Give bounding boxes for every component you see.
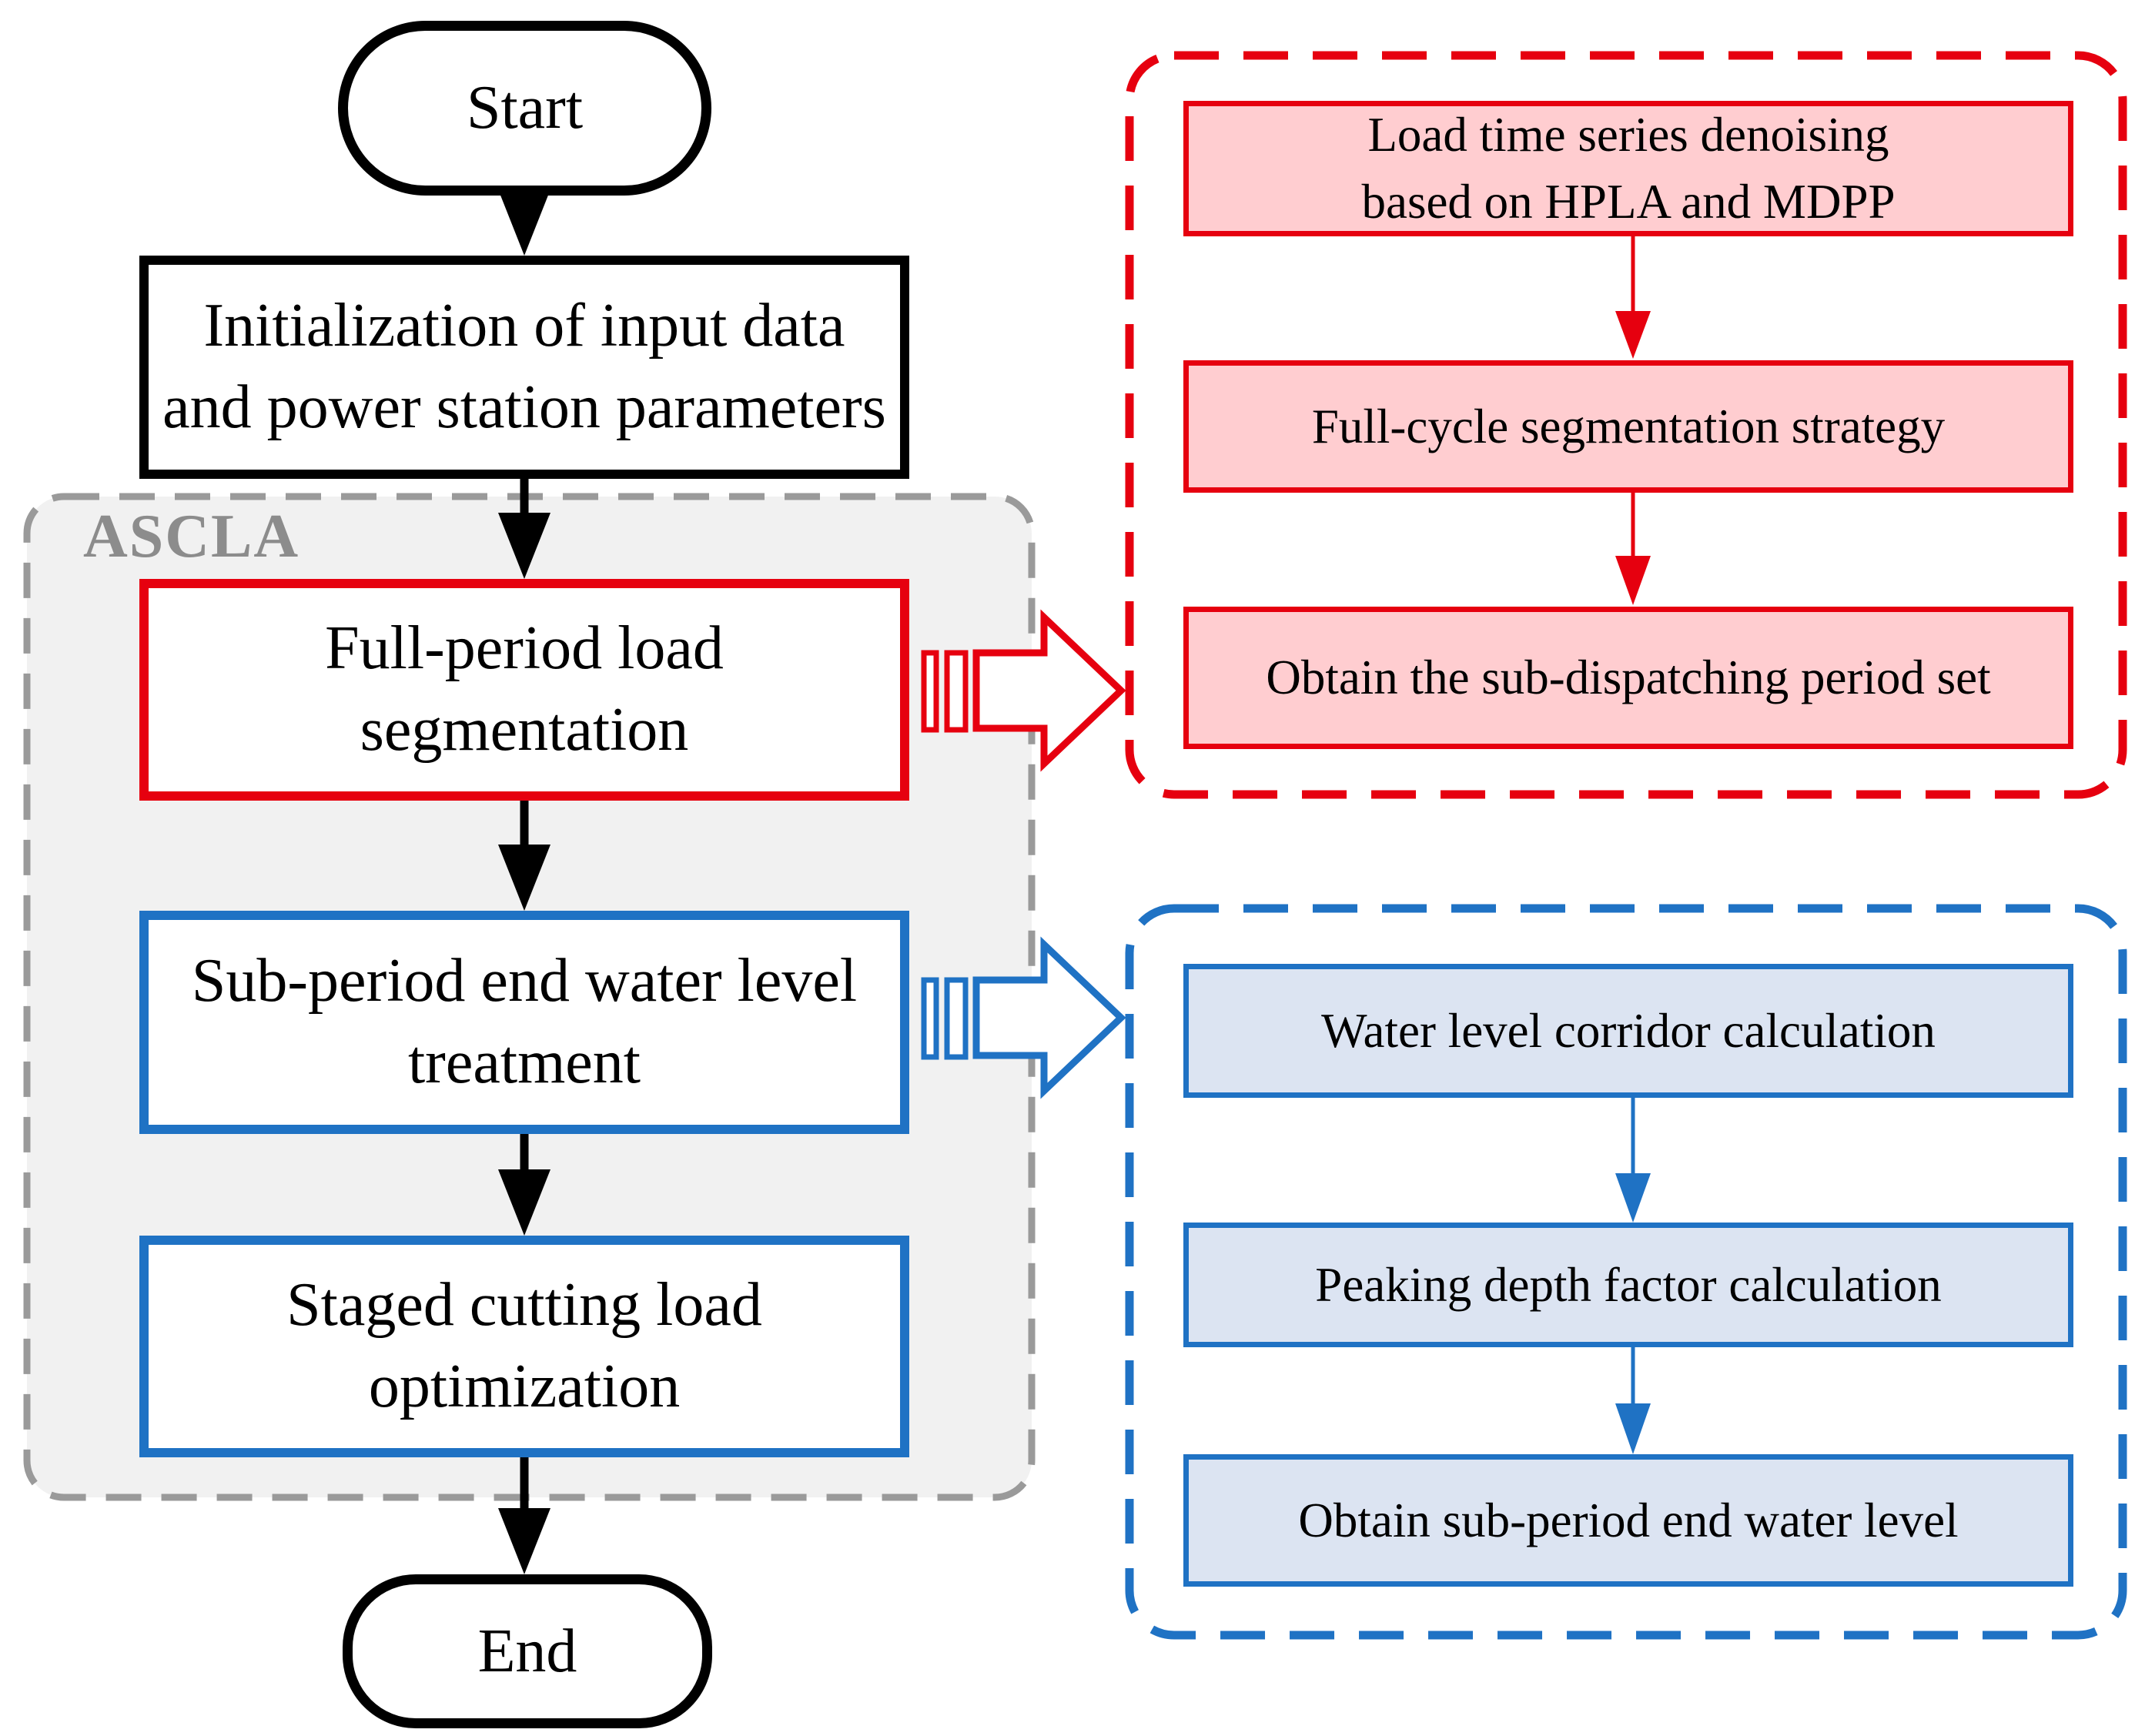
denoising-box: Load time series denoising based on HPLA… xyxy=(1183,101,2073,236)
segmentation-strategy-label: Full-cycle segmentation strategy xyxy=(1311,399,1946,453)
sub-period-line-1: Sub-period end water level xyxy=(191,947,858,1015)
init-box: Initialization of input data and power s… xyxy=(139,256,909,479)
sub-period-line-2: treatment xyxy=(407,1029,641,1096)
blue-block-arrow xyxy=(921,936,1126,1099)
arrow-full-period-to-sub-period xyxy=(498,799,550,911)
arrow-start-to-init xyxy=(498,189,550,256)
arrow-denoising-to-strategy xyxy=(1615,236,1651,359)
start-label: Start xyxy=(466,74,584,142)
arrow-init-to-full-period xyxy=(498,477,550,579)
arrow-strategy-to-period-set xyxy=(1615,493,1651,605)
water-corridor-box: Water level corridor calculation xyxy=(1183,964,2073,1098)
staged-box: Staged cutting load optimization xyxy=(139,1236,909,1457)
arrow-staged-to-end xyxy=(498,1456,550,1574)
end-node: End xyxy=(343,1574,712,1728)
water-corridor-label: Water level corridor calculation xyxy=(1321,1003,1936,1058)
init-line-2: and power station parameters xyxy=(162,373,886,441)
end-water-level-label: Obtain sub-period end water level xyxy=(1298,1493,1959,1547)
segmentation-strategy-box: Full-cycle segmentation strategy xyxy=(1183,360,2073,493)
ascla-label: ASCLA xyxy=(83,503,300,570)
sub-period-box: Sub-period end water level treatment xyxy=(139,911,909,1134)
arrow-sub-period-to-staged xyxy=(498,1132,550,1236)
dispatching-period-label: Obtain the sub-dispatching period set xyxy=(1266,651,1991,705)
red-block-arrow xyxy=(921,609,1126,772)
full-period-line-2: segmentation xyxy=(360,696,689,764)
staged-line-1: Staged cutting load xyxy=(286,1271,762,1340)
peaking-depth-box: Peaking depth factor calculation xyxy=(1183,1223,2073,1347)
denoising-line-2: based on HPLA and MDPP xyxy=(1361,175,1896,229)
arrow-peaking-to-end-level xyxy=(1615,1347,1651,1454)
arrow-corridor-to-peaking xyxy=(1615,1098,1651,1223)
denoising-line-1: Load time series denoising xyxy=(1367,108,1889,162)
staged-line-2: optimization xyxy=(368,1353,681,1420)
peaking-depth-label: Peaking depth factor calculation xyxy=(1315,1257,1942,1312)
full-period-line-1: Full-period load xyxy=(325,614,724,683)
start-node: Start xyxy=(338,21,711,196)
end-water-level-box: Obtain sub-period end water level xyxy=(1183,1454,2073,1587)
init-line-1: Initialization of input data xyxy=(203,292,845,360)
end-label: End xyxy=(477,1617,577,1685)
full-period-box: Full-period load segmentation xyxy=(139,579,909,801)
dispatching-period-box: Obtain the sub-dispatching period set xyxy=(1183,607,2073,749)
